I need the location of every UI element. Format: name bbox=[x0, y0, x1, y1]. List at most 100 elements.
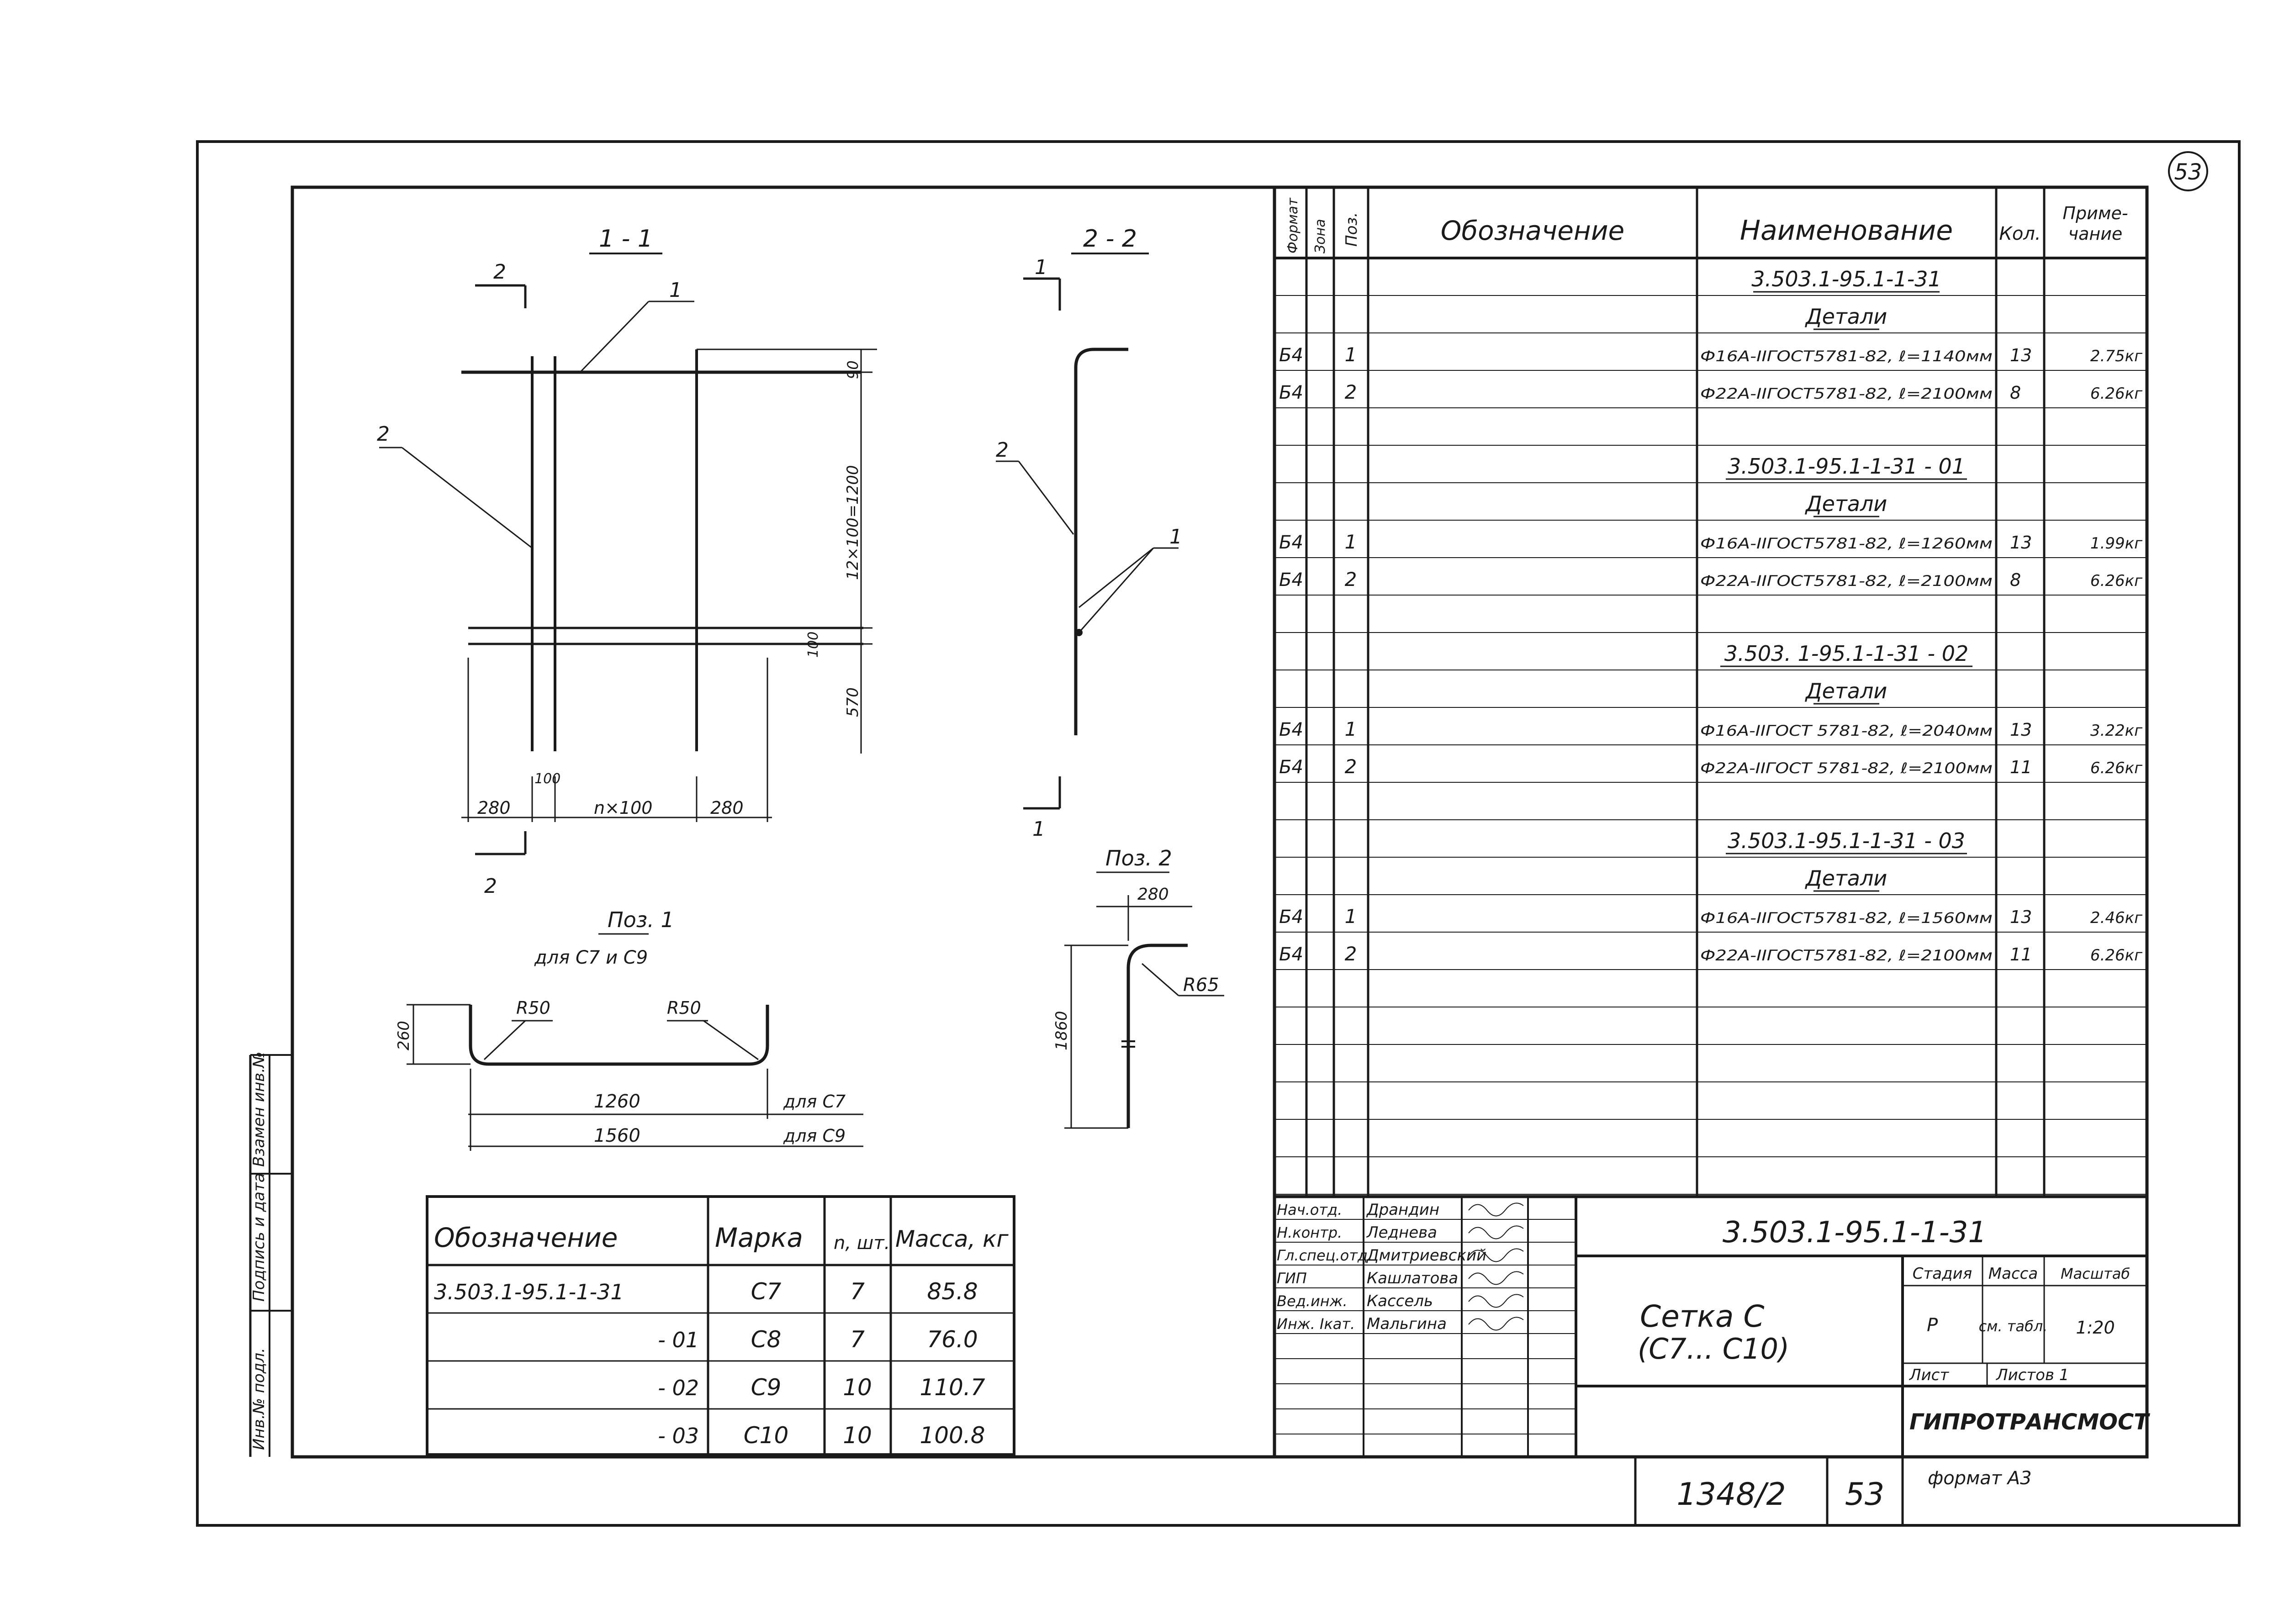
marks-header-mass: Масса, кг bbox=[895, 1226, 1009, 1252]
marks-cell-mark: С7 bbox=[751, 1278, 782, 1305]
marks-cell-mass: 110.7 bbox=[920, 1374, 985, 1401]
marks-cell-designation: - 03 bbox=[658, 1424, 699, 1448]
spec-cell-format: Б4 bbox=[1279, 382, 1303, 403]
album-number: 1348/2 bbox=[1676, 1476, 1786, 1513]
organization-name: ГИПРОТРАНСМОСТ bbox=[1909, 1409, 2150, 1435]
spec-cell-name: Ф22А-IIГОСТ5781-82, ℓ=2100мм bbox=[1700, 572, 1993, 590]
spec-group-title: Детали bbox=[1805, 679, 1887, 703]
marks-cell-mass: 85.8 bbox=[927, 1278, 978, 1305]
pos-1-label: 1 bbox=[669, 279, 682, 302]
spec-cell-format: Б4 bbox=[1279, 532, 1303, 553]
role-name: Мальгина bbox=[1367, 1315, 1447, 1333]
spec-group-title: 3.503. 1-95.1-1-31 - 02 bbox=[1724, 641, 1969, 666]
role-name: Кассель bbox=[1367, 1292, 1433, 1310]
dim-n-x-100: n×100 bbox=[594, 798, 652, 818]
stage-value: Р bbox=[1927, 1315, 1938, 1336]
role-name: Дмитриевский bbox=[1366, 1246, 1486, 1265]
marks-cell-count: 7 bbox=[850, 1326, 865, 1353]
spec-cell-note: 6.26кг bbox=[2090, 946, 2143, 965]
for-c9-label: для С9 bbox=[783, 1126, 846, 1146]
spec-cell-pos: 2 bbox=[1345, 568, 1357, 591]
spec-cell-note: 3.22кг bbox=[2090, 722, 2143, 740]
spec-group-title: 3.503.1-95.1-1-31 bbox=[1751, 267, 1941, 291]
role-title: Инж. Ікат. bbox=[1277, 1315, 1355, 1333]
spec-header-format: Формат bbox=[1285, 197, 1301, 253]
poz-1-detail: Поз. 1 для С7 и С9 R50 R50 260 1260 для … bbox=[395, 907, 863, 1151]
role-title: ГИП bbox=[1277, 1270, 1307, 1287]
spec-cell-qty: 8 bbox=[2010, 570, 2021, 590]
spec-cell-format: Б4 bbox=[1279, 944, 1303, 965]
dim-260: 260 bbox=[395, 1021, 413, 1050]
spec-header-note-line1: Приме- bbox=[2062, 203, 2128, 223]
spec-cell-note: 6.26кг bbox=[2090, 385, 2143, 403]
dim-100-vertical: 100 bbox=[805, 632, 821, 658]
title-line-1: Сетка С bbox=[1640, 1299, 1765, 1334]
role-title: Вед.инж. bbox=[1277, 1292, 1348, 1310]
spec-cell-pos: 1 bbox=[1345, 905, 1357, 928]
section-marker-1-bottom: 1 bbox=[1032, 817, 1045, 841]
spec-cell-note: 6.26кг bbox=[2090, 759, 2143, 777]
sheets-label: Листов 1 bbox=[1995, 1366, 2069, 1384]
spec-group-title: 3.503.1-95.1-1-31 - 03 bbox=[1728, 828, 1965, 853]
marks-cell-count: 7 bbox=[850, 1278, 865, 1305]
marks-cell-count: 10 bbox=[843, 1422, 872, 1449]
section-2-title: 2 - 2 bbox=[1083, 225, 1137, 253]
spec-cell-note: 1.99кг bbox=[2090, 534, 2143, 553]
spec-cell-qty: 13 bbox=[2010, 720, 2032, 740]
signature-mark bbox=[1468, 1271, 1524, 1285]
dim-570: 570 bbox=[844, 687, 862, 717]
spec-header-zone: Зона bbox=[1312, 219, 1328, 253]
left-strip: Инв.№ подл. Подпись и дата Взамен инв.№ bbox=[249, 1052, 292, 1457]
section-marker-2-bottom: 2 bbox=[484, 875, 497, 898]
spec-cell-pos: 1 bbox=[1345, 718, 1357, 740]
sheet-number-circle bbox=[2168, 151, 2208, 191]
signature-mark bbox=[1468, 1248, 1524, 1262]
scale-label: Масштаб bbox=[2061, 1265, 2130, 1282]
marks-cell-mass: 76.0 bbox=[927, 1326, 978, 1353]
spec-cell-note: 2.46кг bbox=[2090, 909, 2143, 927]
marks-header-mark: Марка bbox=[715, 1222, 803, 1253]
section-2-2: 2 - 2 1 1 2 1 bbox=[996, 225, 1182, 841]
section-1-1: 1 - 1 2 2 1 2 90 12×100=1200 100 bbox=[377, 225, 877, 898]
spec-header-name: Наименование bbox=[1740, 215, 1953, 247]
spec-cell-format: Б4 bbox=[1279, 719, 1303, 740]
role-name: Леднева bbox=[1366, 1223, 1437, 1242]
spec-cell-qty: 13 bbox=[2010, 907, 2032, 927]
spec-table: Формат Зона Поз. Обозначение Наименовани… bbox=[1273, 185, 2149, 1459]
spec-cell-qty: 11 bbox=[2010, 757, 2032, 777]
poz2-title: Поз. 2 bbox=[1105, 846, 1172, 870]
spec-cell-format: Б4 bbox=[1279, 907, 1303, 928]
dim-12x100: 12×100=1200 bbox=[844, 465, 862, 580]
spec-cell-format: Б4 bbox=[1279, 757, 1303, 778]
marks-cell-designation: - 01 bbox=[658, 1328, 699, 1352]
spec-cell-pos: 1 bbox=[1345, 531, 1357, 553]
spec-cell-pos: 1 bbox=[1345, 343, 1357, 366]
signature-mark bbox=[1468, 1317, 1524, 1331]
section-marker-2-top: 2 bbox=[493, 260, 506, 284]
spec-cell-qty: 8 bbox=[2010, 383, 2021, 403]
sheet-label: Лист bbox=[1909, 1366, 1949, 1384]
r50-right: R50 bbox=[667, 998, 701, 1018]
marks-cell-designation: - 02 bbox=[658, 1376, 699, 1400]
role-name: Драндин bbox=[1366, 1201, 1439, 1219]
spec-cell-pos: 2 bbox=[1345, 943, 1357, 965]
spec-cell-name: Ф22А-IIГОСТ5781-82, ℓ=2100мм bbox=[1700, 385, 1993, 402]
inner-frame bbox=[291, 185, 2149, 1459]
footer: 1348/2 53 формат А3 bbox=[1634, 1457, 2032, 1525]
spec-group-title: 3.503.1-95.1-1-31 - 01 bbox=[1728, 454, 1965, 479]
mass-label: Масса bbox=[1988, 1265, 2038, 1283]
spec-group-title: Детали bbox=[1805, 304, 1887, 329]
marks-cell-mass: 100.8 bbox=[920, 1422, 985, 1449]
spec-header-pos: Поз. bbox=[1343, 212, 1361, 247]
marks-cell-designation: 3.503.1-95.1-1-31 bbox=[434, 1280, 624, 1304]
scale-value: 1:20 bbox=[2076, 1318, 2115, 1338]
section2-pos-2-label: 2 bbox=[996, 438, 1009, 462]
spec-cell-format: Б4 bbox=[1279, 345, 1303, 366]
spec-cell-qty: 13 bbox=[2010, 345, 2032, 365]
marks-cell-mark: С9 bbox=[751, 1374, 782, 1401]
signature-mark bbox=[1468, 1294, 1524, 1308]
section-marker-1-top: 1 bbox=[1035, 256, 1047, 279]
spec-cell-note: 6.26кг bbox=[2090, 572, 2143, 590]
title-line-2: (С7... С10) bbox=[1638, 1332, 1789, 1366]
